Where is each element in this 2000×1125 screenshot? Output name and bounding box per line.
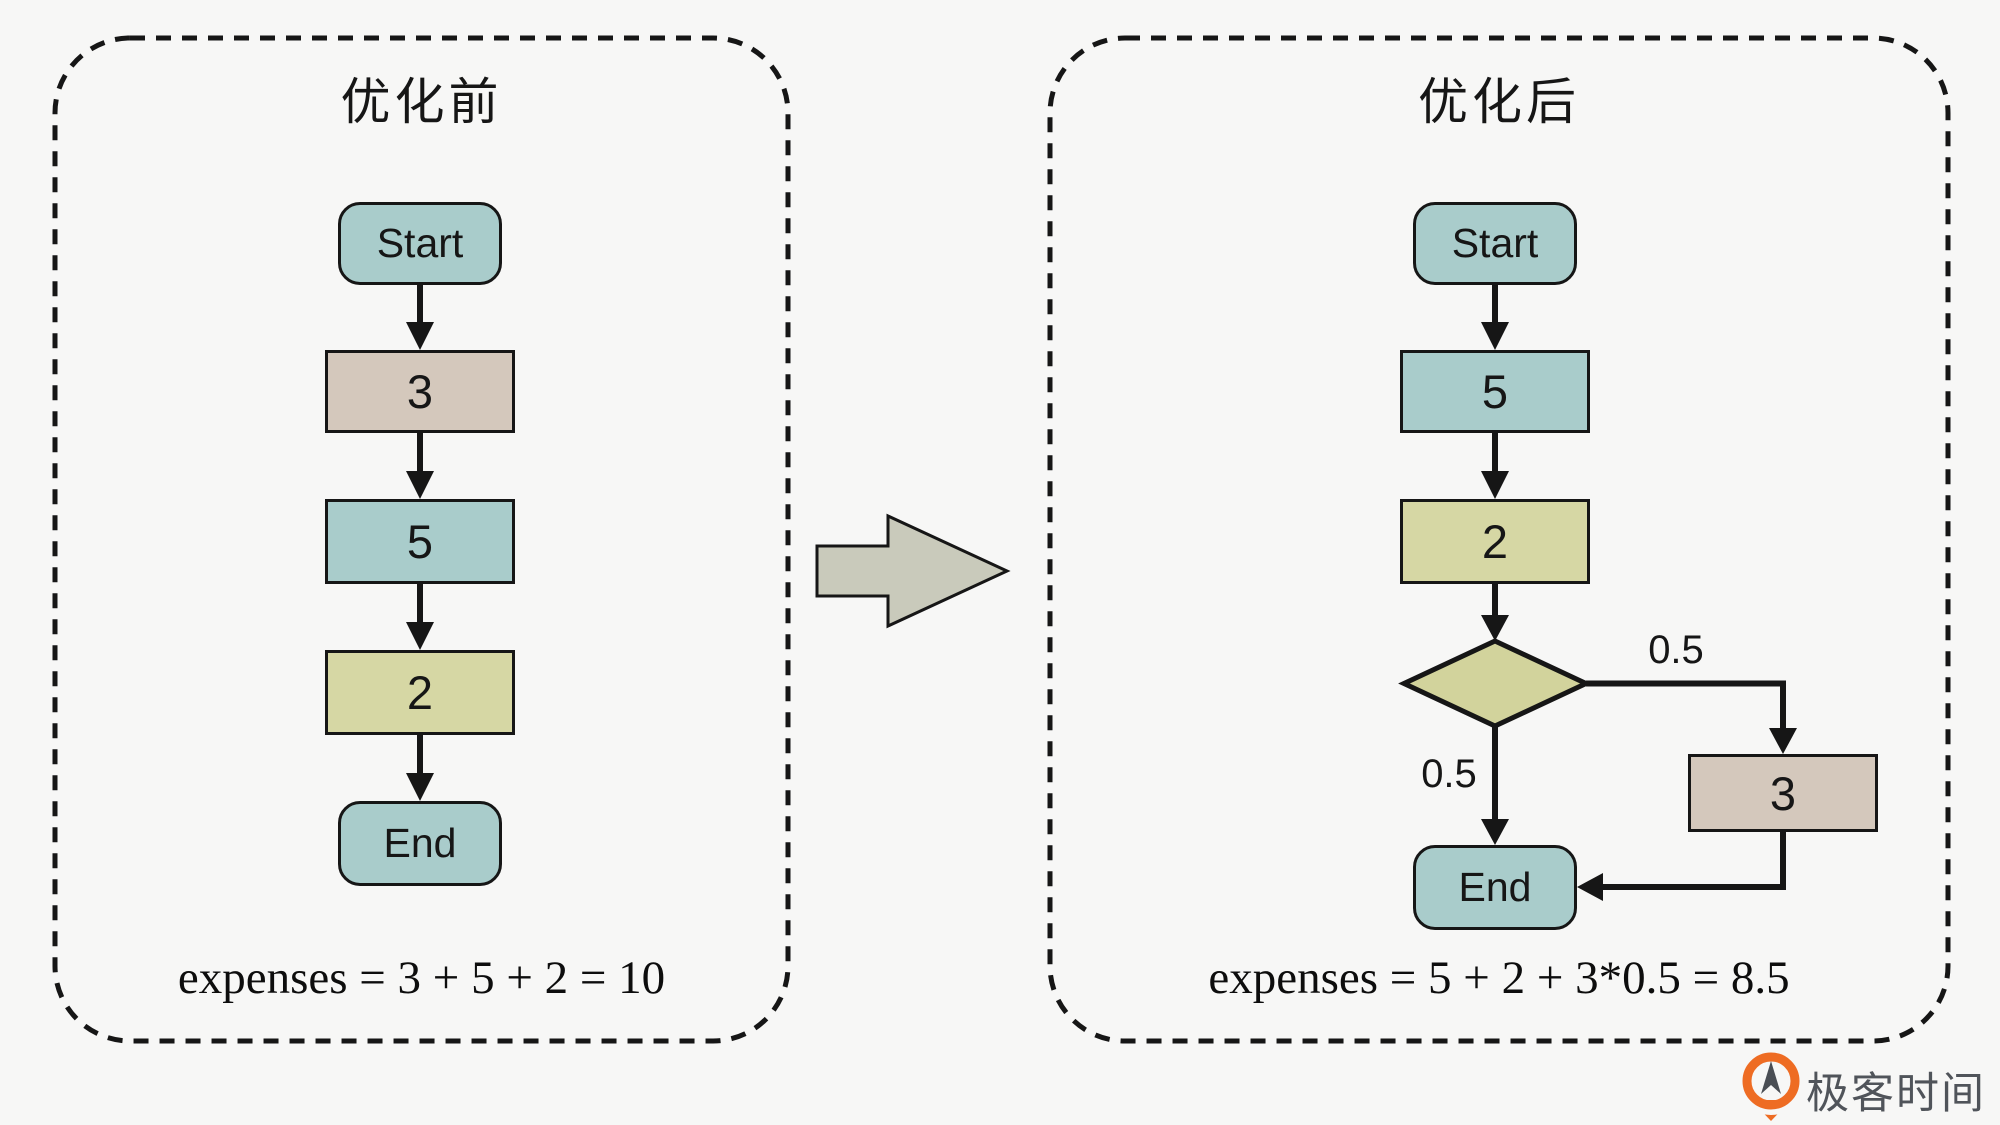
arrowhead-icon <box>1481 615 1509 641</box>
arrow-decision-to-3 <box>1586 680 1786 730</box>
arrowhead-icon <box>1577 873 1603 901</box>
before-flow-connectors <box>406 285 434 801</box>
before-panel-border <box>52 35 791 1044</box>
branch-probability-down-label: 0.5 <box>1421 752 1477 796</box>
logo-inner-mark <box>1761 1061 1781 1094</box>
arrowhead-icon <box>1481 322 1509 350</box>
arrowhead-icon <box>406 322 434 350</box>
after-start-node: Start <box>1413 202 1577 285</box>
after-panel-title: 优化后 <box>1418 74 1580 130</box>
after-flow-connectors <box>1481 285 1797 901</box>
after-cost-2-node: 2 <box>1400 499 1590 584</box>
after-cost-3-node: 3 <box>1688 754 1878 832</box>
arrowhead-icon <box>406 773 434 801</box>
before-cost-5-node: 5 <box>325 499 515 584</box>
before-end-node: End <box>338 801 502 886</box>
arrowhead-icon <box>1769 728 1797 754</box>
arrowhead-icon <box>406 622 434 650</box>
geektime-logo-text: 极客时间 <box>1806 1070 1986 1118</box>
logo-ring <box>1742 1052 1800 1110</box>
logo-gap-ring <box>1737 1047 1805 1115</box>
transform-block-arrow-icon <box>815 513 1011 629</box>
before-cost-3-node: 3 <box>325 350 515 433</box>
arrow-3-to-end <box>1601 832 1786 890</box>
before-start-node: Start <box>338 202 502 285</box>
before-expenses-formula: expenses = 3 + 5 + 2 = 10 <box>177 952 666 1004</box>
arrowhead-icon <box>1481 819 1509 845</box>
after-expenses-formula: expenses = 5 + 2 + 3*0.5 = 8.5 <box>1208 952 1790 1004</box>
arrowhead-icon <box>406 471 434 499</box>
before-cost-2-node: 2 <box>325 650 515 735</box>
after-panel-border <box>1047 35 1951 1044</box>
after-cost-5-node: 5 <box>1400 350 1590 433</box>
arrowhead-icon <box>1481 471 1509 499</box>
branch-probability-right-label: 0.5 <box>1648 628 1704 672</box>
decision-diamond <box>1398 638 1592 729</box>
before-panel-title: 优化前 <box>340 74 503 130</box>
geektime-logo-icon <box>1737 1047 1805 1121</box>
after-end-node: End <box>1413 845 1577 930</box>
